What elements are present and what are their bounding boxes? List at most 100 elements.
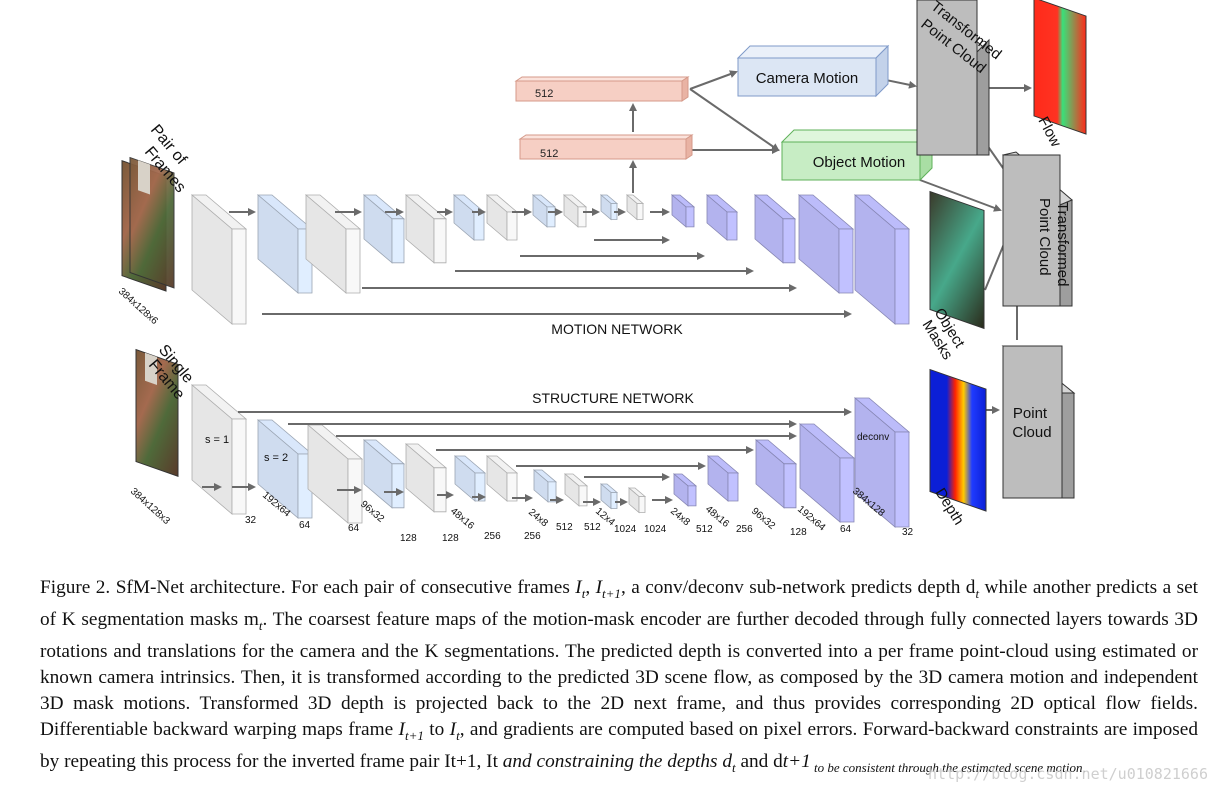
structure-layer-14 xyxy=(798,423,856,523)
motion-layer-5 xyxy=(452,194,486,241)
caption-part: I xyxy=(449,718,457,740)
motion-layer-10 xyxy=(625,194,645,221)
motion-layer-8 xyxy=(562,194,588,228)
motion-network-label: MOTION NETWORK xyxy=(551,321,683,337)
caption-part: and constraining the depths d xyxy=(497,750,732,772)
caption-part: , and gradients are computed based on pi… xyxy=(40,718,1198,772)
size-label: 1024 xyxy=(614,524,637,535)
size-label: 512 xyxy=(696,524,713,535)
motion-layer-7 xyxy=(531,194,557,228)
size-label: 32 xyxy=(245,515,257,526)
caption-part: t xyxy=(975,585,980,601)
caption-part: t+1 xyxy=(450,750,477,772)
size-label: 256 xyxy=(524,531,541,542)
caption-part: . The coarsest feature maps of the motio… xyxy=(40,608,1198,740)
figure-caption: Figure 2. SfM-Net architecture. For each… xyxy=(40,575,1198,780)
depth-image xyxy=(929,368,987,512)
size-label: 256 xyxy=(736,524,753,535)
motion-layer-14 xyxy=(797,194,855,294)
sfm-net-architecture-diagram: 512 512 Camera Motion Object Motion Tran… xyxy=(116,0,1087,544)
structure-layer-4 xyxy=(404,443,448,513)
structure-layer-9 xyxy=(599,483,619,510)
caption-part: t xyxy=(732,759,736,775)
transformed-point-cloud-top: Transformed Point Cloud xyxy=(916,0,1005,156)
fc-bottom-label: 512 xyxy=(540,148,558,160)
motion-layer-9 xyxy=(599,194,619,221)
size-label: 128 xyxy=(790,527,807,538)
point-cloud-line2: Cloud xyxy=(1012,424,1051,441)
size-label: 64 xyxy=(348,523,360,534)
transformed-point-cloud-mid: Point Cloud Transformed xyxy=(1001,151,1073,307)
deconv-label: deconv xyxy=(857,432,889,443)
motion-layer-1 xyxy=(256,194,314,294)
size-label: 32 xyxy=(902,527,914,538)
motion-layer-4 xyxy=(404,194,448,264)
motion-layer-2 xyxy=(304,194,362,294)
camera-motion-label: Camera Motion xyxy=(756,70,859,87)
structure-layer-10 xyxy=(627,487,647,514)
tpc-mid-line1: Transformed xyxy=(1054,202,1071,286)
motion-layer-0 xyxy=(190,194,248,325)
caption-part: and d xyxy=(735,750,783,772)
motion-layer-12 xyxy=(705,194,739,241)
caption-part: t+1 xyxy=(782,750,811,772)
caption-part: t xyxy=(456,727,460,743)
structure-layer-8 xyxy=(563,473,589,507)
size-label: 512 xyxy=(584,522,601,533)
size-label: 24x8 xyxy=(668,506,692,529)
object-motion-label: Object Motion xyxy=(813,154,906,171)
structure-layer-11 xyxy=(672,473,698,507)
stride2-label: s = 2 xyxy=(264,452,288,464)
single-frame-image xyxy=(135,348,179,477)
fc-top-label: 512 xyxy=(535,88,553,100)
caption-part: to xyxy=(423,718,450,740)
object-masks-image xyxy=(929,190,985,330)
fc-to-object-arrow xyxy=(689,88,780,152)
caption-part: t xyxy=(492,750,498,772)
camera-motion-box: Camera Motion xyxy=(736,44,890,98)
motion-layer-3 xyxy=(362,194,406,264)
caption-part: while another predicts a set of K segmen… xyxy=(40,577,1199,630)
input-dim-structure: 384x128x3 xyxy=(128,486,172,527)
size-label: 64 xyxy=(840,524,852,535)
object-motion-box: Object Motion xyxy=(780,128,934,182)
caption-part: , xyxy=(476,750,487,772)
motion-layer-6 xyxy=(485,194,519,241)
object-to-tpc-arrow xyxy=(919,179,1002,212)
size-label: 128 xyxy=(400,533,417,544)
structure-layer-15 xyxy=(853,397,911,528)
input-dim-motion: 384x128x6 xyxy=(116,286,160,327)
caption-part: I xyxy=(398,718,405,740)
size-label: 24x8 xyxy=(526,507,550,530)
structure-layer-0 xyxy=(190,384,248,515)
motion-layer-11 xyxy=(670,194,696,228)
tpc-mid-line2: Point Cloud xyxy=(1036,198,1053,276)
to-camera-motion-arrow xyxy=(689,70,738,90)
size-label: 48x16 xyxy=(448,506,476,532)
network-layer-blocks xyxy=(190,194,911,528)
caption-part: I xyxy=(486,750,493,772)
stride1-label: s = 1 xyxy=(205,434,229,446)
point-cloud-line1: Point xyxy=(1013,405,1048,422)
flow-image xyxy=(1033,0,1087,135)
caption-part: I xyxy=(595,577,603,598)
structure-layer-2 xyxy=(306,424,364,524)
caption-part: to be consistent through the estimated s… xyxy=(810,759,1086,775)
caption-part: Figure 2. SfM-Net architecture. For each… xyxy=(40,577,576,598)
caption-part: , a conv/deconv sub-network predicts dep… xyxy=(620,577,976,598)
point-cloud-box: Point Cloud xyxy=(1001,345,1076,499)
size-label: 128 xyxy=(442,533,459,544)
structure-layer-3 xyxy=(362,439,406,509)
caption-part: I xyxy=(444,750,451,772)
network-arrows xyxy=(202,70,1032,506)
structure-network-label: STRUCTURE NETWORK xyxy=(532,390,694,406)
watermark: http://blog.csdn.net/u010821666 xyxy=(928,765,1208,783)
size-label: 64 xyxy=(299,520,311,531)
pair-of-frames-image xyxy=(121,156,175,292)
caption-part: , xyxy=(585,577,596,598)
size-label: 256 xyxy=(484,531,501,542)
fc-block-512-top: 512 xyxy=(514,76,690,102)
caption-part: t xyxy=(581,585,586,601)
structure-layer-5 xyxy=(453,455,487,502)
size-label: 1024 xyxy=(644,524,667,535)
